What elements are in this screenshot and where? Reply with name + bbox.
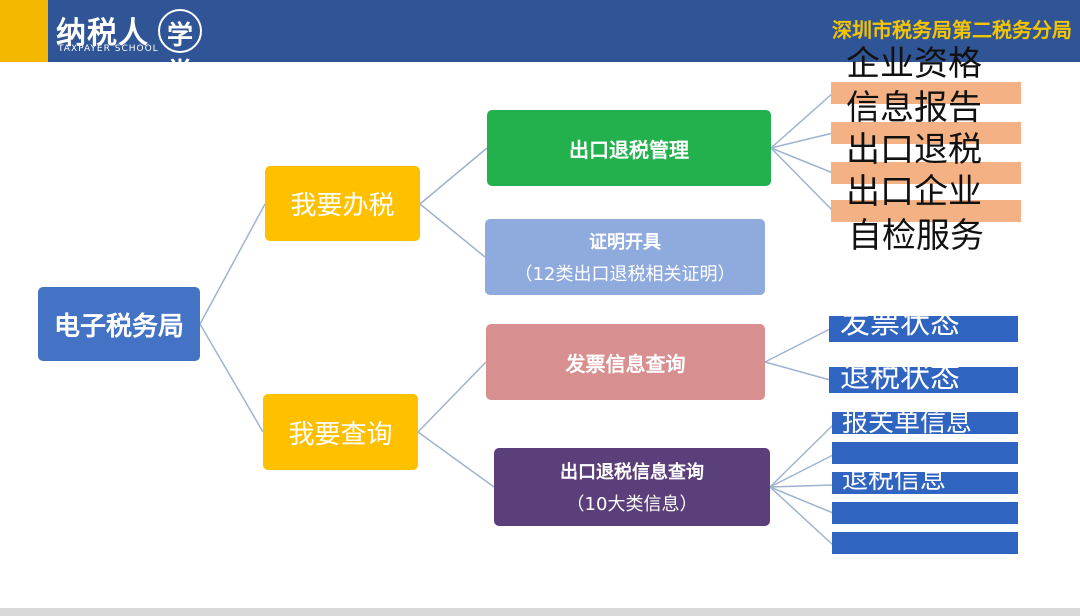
leaf-label: 退税信息 bbox=[842, 465, 947, 495]
node-invoice-query: 发票信息查询 bbox=[486, 324, 765, 400]
header-accent bbox=[0, 0, 48, 62]
header-banner: 纳税人 TAXPAYER SCHOOL 学堂 深圳市税务局第二税务分局 bbox=[0, 0, 1080, 88]
leaf-label: 自检服务 bbox=[848, 216, 984, 256]
logo-subtitle: TAXPAYER SCHOOL bbox=[58, 44, 159, 54]
node-certificate: 证明开具 （12类出口退税相关证明） bbox=[485, 219, 765, 295]
leaf-bar bbox=[832, 502, 1018, 524]
leaf-bar bbox=[832, 412, 1018, 434]
branch-query: 我要查询 bbox=[263, 394, 418, 470]
org-name: 深圳市税务局第二税务分局 bbox=[832, 18, 1072, 42]
leaf-bar bbox=[832, 532, 1018, 554]
leaf-bar bbox=[832, 442, 1018, 464]
leaf-bar bbox=[831, 162, 1021, 184]
leaf-label: 出口退税 bbox=[846, 130, 982, 170]
leaf-label: 发票状态 bbox=[840, 306, 960, 341]
leaf-bar bbox=[831, 122, 1021, 144]
leaf-label: 报关单信息 bbox=[842, 408, 973, 438]
branch-do-tax: 我要办税 bbox=[265, 166, 420, 241]
leaf-bar bbox=[831, 200, 1021, 222]
leaf-label: 退税状态 bbox=[840, 360, 960, 395]
leaf-bar bbox=[832, 472, 1018, 494]
leaf-label: 出口企业 bbox=[846, 172, 982, 212]
logo-text: 纳税人 bbox=[56, 16, 149, 51]
leaf-bar bbox=[831, 82, 1021, 104]
node-rebate-info-query: 出口退税信息查询 （10大类信息） bbox=[494, 448, 770, 526]
leaf-label: 企业资格 bbox=[846, 44, 982, 84]
bottom-bar bbox=[0, 608, 1080, 616]
root-node: 电子税务局 bbox=[38, 287, 200, 361]
wechat-icon bbox=[840, 556, 869, 577]
logo-mark-icon: 学堂 bbox=[158, 9, 202, 88]
leaf-bar bbox=[829, 367, 1018, 393]
node-export-rebate-mgmt: 出口退税管理 bbox=[487, 110, 771, 186]
leaf-bar bbox=[829, 316, 1018, 342]
leaf-label: 信息报告 bbox=[846, 88, 982, 128]
watermark-text: 进出口财税通 bbox=[876, 558, 1020, 586]
